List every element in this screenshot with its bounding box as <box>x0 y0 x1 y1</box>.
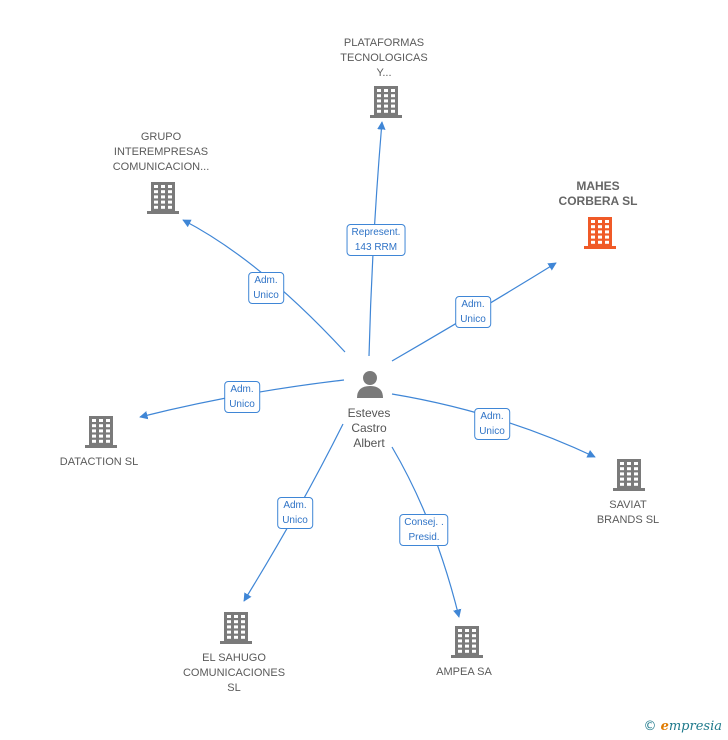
building-icon-ampea[interactable] <box>451 626 483 658</box>
node-label-saviat[interactable]: SAVIAT BRANDS SL <box>596 499 660 526</box>
building-icon-grupo[interactable] <box>147 182 179 214</box>
edge-label-plataformas: Represent. 143 RRM <box>346 224 406 256</box>
edge-label-saviat: Adm. Unico <box>474 408 510 440</box>
building-icon-mahes[interactable] <box>584 217 616 249</box>
node-label-ampea[interactable]: AMPEA SA <box>436 666 492 678</box>
node-label-dataction[interactable]: DATACTION SL <box>59 456 139 468</box>
copyright-symbol: © <box>643 719 657 734</box>
building-icon-elsahugo[interactable] <box>220 612 252 644</box>
node-label-plataformas[interactable]: PLATAFORMAS TECNOLOGICAS Y... <box>340 37 428 79</box>
building-icon-plataformas[interactable] <box>370 86 402 118</box>
empresia-copyright[interactable]: © empresia <box>643 719 722 734</box>
node-label-mahes[interactable]: MAHES CORBERA SL <box>558 179 638 208</box>
edge-label-mahes: Adm. Unico <box>455 296 491 328</box>
edge-label-ampea: Consej. . Presid. <box>399 514 449 546</box>
brand-name: mpresia <box>668 719 722 734</box>
building-icon-dataction[interactable] <box>85 416 117 448</box>
center-person-label[interactable]: Esteves Castro Albert <box>347 406 391 450</box>
edge-label-elsahugo: Adm. Unico <box>277 497 313 529</box>
brand-initial: e <box>660 719 669 734</box>
node-label-grupo[interactable]: GRUPO INTEREMPRESAS COMUNICACION... <box>112 131 210 173</box>
node-label-elsahugo[interactable]: EL SAHUGO COMUNICACIONES SL <box>182 652 286 694</box>
edge-label-dataction: Adm. Unico <box>224 381 260 413</box>
edge-label-grupo: Adm. Unico <box>248 272 284 304</box>
person-icon[interactable] <box>357 371 383 398</box>
building-icon-saviat[interactable] <box>613 459 645 491</box>
